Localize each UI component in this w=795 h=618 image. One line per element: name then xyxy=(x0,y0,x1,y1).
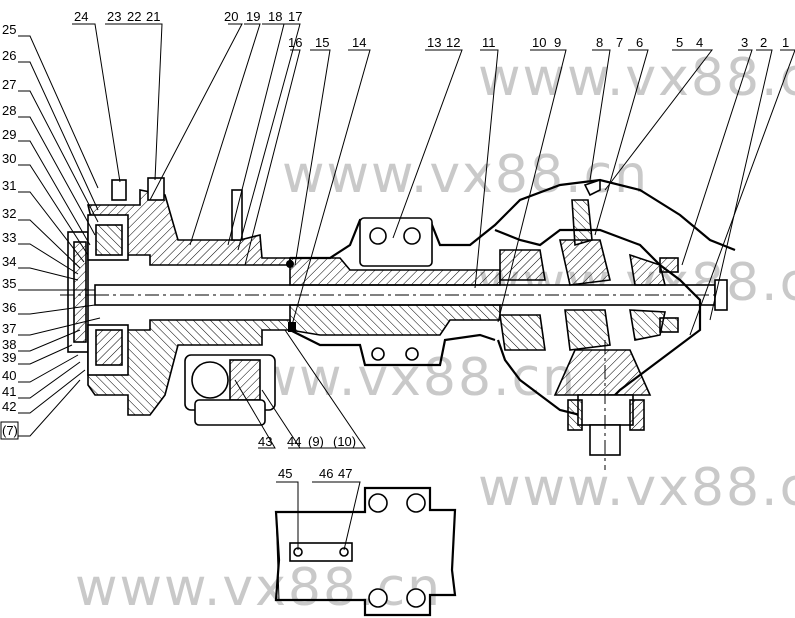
callout-44: 44 xyxy=(287,434,301,449)
callouts-top: 24 23 22 21 20 19 18 17 16 15 14 13 12 1… xyxy=(74,9,789,50)
callout-22: 22 xyxy=(127,9,141,24)
callout-14: 14 xyxy=(352,35,366,50)
callout-7: 7 xyxy=(616,35,623,50)
watermark-group: www.vx88.cn www.vx88.cn www.vx88.cn www.… xyxy=(75,48,795,618)
callout-6: 6 xyxy=(636,35,643,50)
callout-33: 33 xyxy=(2,230,16,245)
watermark: www.vx88.cn xyxy=(282,145,649,205)
callout-27: 27 xyxy=(2,77,16,92)
callout-26: 26 xyxy=(2,48,16,63)
callout-37: 37 xyxy=(2,321,16,336)
callout-21: 21 xyxy=(146,9,160,24)
callout-32: 32 xyxy=(2,206,16,221)
axle-housing xyxy=(60,177,736,470)
callout-5: 5 xyxy=(676,35,683,50)
watermark: www.vx88.cn xyxy=(75,558,442,618)
callout-43: 43 xyxy=(258,434,272,449)
callout-34: 34 xyxy=(2,254,16,269)
callouts-bottom: 43 44 (9) (10) xyxy=(258,434,356,449)
callout-13: 13 xyxy=(427,35,441,50)
callout-30: 30 xyxy=(2,151,16,166)
callout-10: 10 xyxy=(532,35,546,50)
callouts-detail: 45 46 47 xyxy=(278,466,352,481)
callout-25: 25 xyxy=(2,22,16,37)
callout-17: 17 xyxy=(288,9,302,24)
callout-29: 29 xyxy=(2,127,16,142)
callout-3: 3 xyxy=(741,35,748,50)
callout-45: 45 xyxy=(278,466,292,481)
callout-15: 15 xyxy=(315,35,329,50)
callout-12: 12 xyxy=(446,35,460,50)
callout-4: 4 xyxy=(696,35,703,50)
callouts-left: 25 26 27 28 29 30 31 32 33 34 35 36 37 3… xyxy=(0,22,19,440)
callout-36: 36 xyxy=(2,300,16,315)
callout-39: 39 xyxy=(2,350,16,365)
callout-24: 24 xyxy=(74,9,88,24)
callout-23: 23 xyxy=(107,9,121,24)
callout-1: 1 xyxy=(782,35,789,50)
callout-7-ref: (7) xyxy=(2,423,18,438)
callout-35: 35 xyxy=(2,276,16,291)
callout-9-ref: (9) xyxy=(308,434,324,449)
watermark: www.vx88.cn xyxy=(478,48,795,108)
callout-2: 2 xyxy=(760,35,767,50)
callout-28: 28 xyxy=(2,103,16,118)
callout-20: 20 xyxy=(224,9,238,24)
callout-16: 16 xyxy=(288,35,302,50)
callout-10-ref: (10) xyxy=(333,434,356,449)
callout-18: 18 xyxy=(268,9,282,24)
callout-38: 38 xyxy=(2,337,16,352)
callout-8: 8 xyxy=(596,35,603,50)
callout-42: 42 xyxy=(2,399,16,414)
callout-31: 31 xyxy=(2,178,16,193)
callout-40: 40 xyxy=(2,368,16,383)
watermark: www.vx88.cn xyxy=(478,458,795,518)
callout-9: 9 xyxy=(554,35,561,50)
callout-41: 41 xyxy=(2,384,16,399)
leader-lines xyxy=(18,23,795,551)
callout-19: 19 xyxy=(246,9,260,24)
callout-11: 11 xyxy=(482,35,496,50)
detail-view xyxy=(274,486,457,617)
callout-47: 47 xyxy=(338,466,352,481)
callout-46: 46 xyxy=(319,466,333,481)
